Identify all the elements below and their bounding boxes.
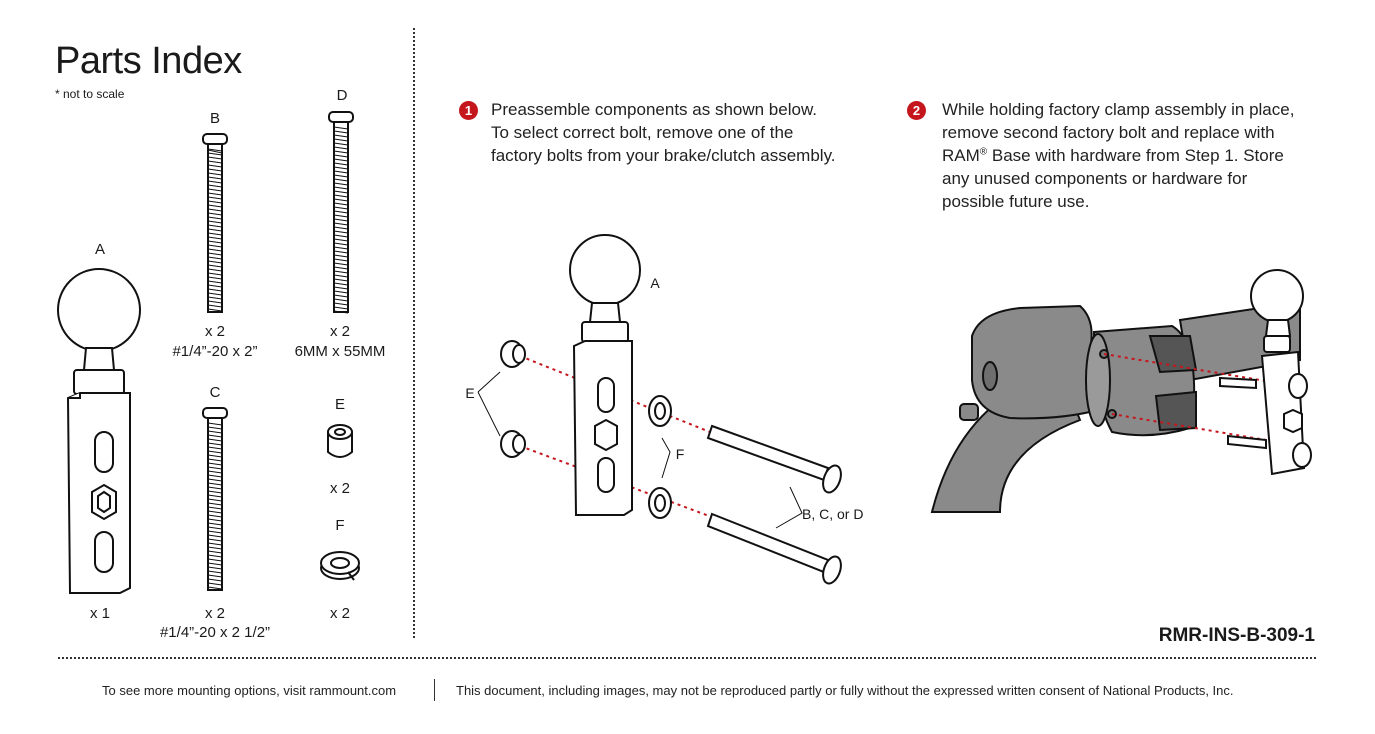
step-1-number: 1 [459, 101, 478, 120]
diagram-label-bolts: B, C, or D [802, 506, 864, 522]
part-a-qty: x 1 [89, 605, 110, 622]
step-2-line-1: While holding factory clamp assembly in … [942, 100, 1295, 119]
diagram-label-f: F [675, 446, 685, 462]
step-1-line-3: factory bolts from your brake/clutch ass… [491, 146, 836, 165]
diagram-label-e: E [465, 385, 475, 401]
footer-separator [434, 679, 435, 701]
parts-index-title: Parts Index [55, 40, 242, 82]
part-f-qty: x 2 [329, 605, 350, 622]
part-a-ball-mount-illustration [57, 268, 141, 594]
part-b-spec: #1/4”-20 x 2” [172, 343, 258, 360]
part-e-qty: x 2 [329, 480, 350, 497]
footer-website-note: To see more mounting options, visit ramm… [102, 683, 397, 698]
step-2-line-5: possible future use. [942, 192, 1090, 211]
step-1-text: Preassemble components as shown below. T… [491, 98, 891, 167]
not-to-scale-note: * not to scale [55, 87, 125, 101]
part-a-letter: A [94, 241, 105, 258]
vertical-divider [413, 28, 415, 638]
part-d-qty: x 2 [329, 323, 350, 340]
step-1-assembly-diagram [477, 234, 842, 585]
step-1-line-1: Preassemble components as shown below. [491, 100, 818, 119]
step-2-line-4: any unused components or hardware for [942, 169, 1248, 188]
step-2-line-2: remove second factory bolt and replace w… [942, 123, 1275, 142]
step-2-handlebar-diagram [930, 269, 1312, 513]
part-b-letter: B [209, 110, 220, 127]
diagram-label-a: A [650, 275, 660, 291]
step-2-text: While holding factory clamp assembly in … [942, 98, 1342, 213]
part-c-spec: #1/4”-20 x 2 1/2” [159, 624, 271, 641]
part-f-letter: F [335, 517, 345, 534]
part-e-spacer-illustration [327, 424, 353, 458]
document-id: RMR-INS-B-309-1 [1158, 625, 1315, 646]
part-e-letter: E [334, 396, 345, 413]
part-c-letter: C [209, 384, 221, 401]
step-2-number: 2 [907, 101, 926, 120]
part-b-qty: x 2 [204, 323, 225, 340]
step-2-line-3: RAM® Base with hardware from Step 1. Sto… [942, 146, 1284, 165]
part-c-qty: x 2 [204, 605, 225, 622]
horizontal-divider [58, 657, 1316, 659]
part-f-lock-washer-illustration [320, 551, 360, 581]
step-1-line-2: To select correct bolt, remove one of th… [491, 123, 794, 142]
part-d-spec: 6MM x 55MM [294, 343, 386, 360]
part-d-letter: D [336, 87, 348, 104]
bolt-thread-marks [207, 126, 349, 590]
footer-copyright-note: This document, including images, may not… [456, 683, 1234, 698]
